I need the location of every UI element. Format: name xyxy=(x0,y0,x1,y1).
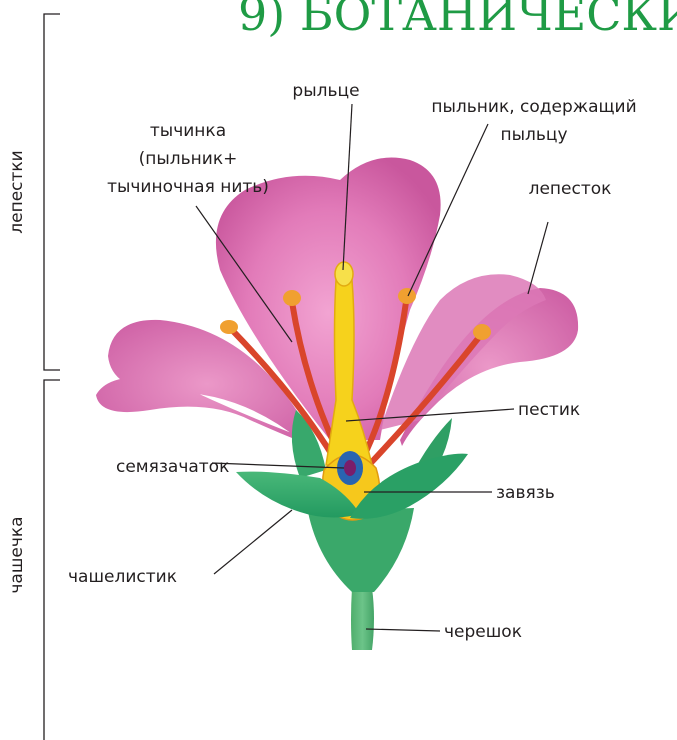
calyx-tube-shape xyxy=(308,508,414,592)
stalk-shape xyxy=(351,588,374,650)
label-stigma: рыльце xyxy=(292,81,359,101)
anther-1 xyxy=(220,320,238,334)
label-stalk: черешок xyxy=(444,622,522,642)
anther-2 xyxy=(283,290,301,306)
label-petal: лепесток xyxy=(529,179,612,199)
label-stamen-1: тычинка xyxy=(150,121,226,141)
label-pistil: пестик xyxy=(518,400,580,420)
calyx-bracket xyxy=(44,380,60,740)
petals-bracket xyxy=(44,14,60,370)
anther-4 xyxy=(473,324,491,340)
pointer-stalk xyxy=(366,629,440,631)
label-stamen-3: тычиночная нить) xyxy=(107,177,269,197)
side-label-calyx: чашечка xyxy=(7,516,27,593)
ovule-core xyxy=(344,460,356,476)
label-ovary: завязь xyxy=(496,483,555,503)
pointer-petal xyxy=(528,222,548,294)
side-label-petals: лепестки xyxy=(7,150,27,233)
label-ovule: семязачаток xyxy=(116,457,229,477)
label-anther-1: пыльник, содержащий xyxy=(431,97,636,117)
label-sepal: чашелистик xyxy=(68,567,177,587)
page-header: 9) БОТАНИЧЕСКИЕ xyxy=(238,0,677,41)
anther-3 xyxy=(398,288,416,304)
stigma-shape xyxy=(335,262,353,286)
pointer-sepal xyxy=(214,510,292,574)
label-anther-2: пыльцу xyxy=(500,125,567,145)
label-stamen-2: (пыльник+ xyxy=(139,149,238,169)
